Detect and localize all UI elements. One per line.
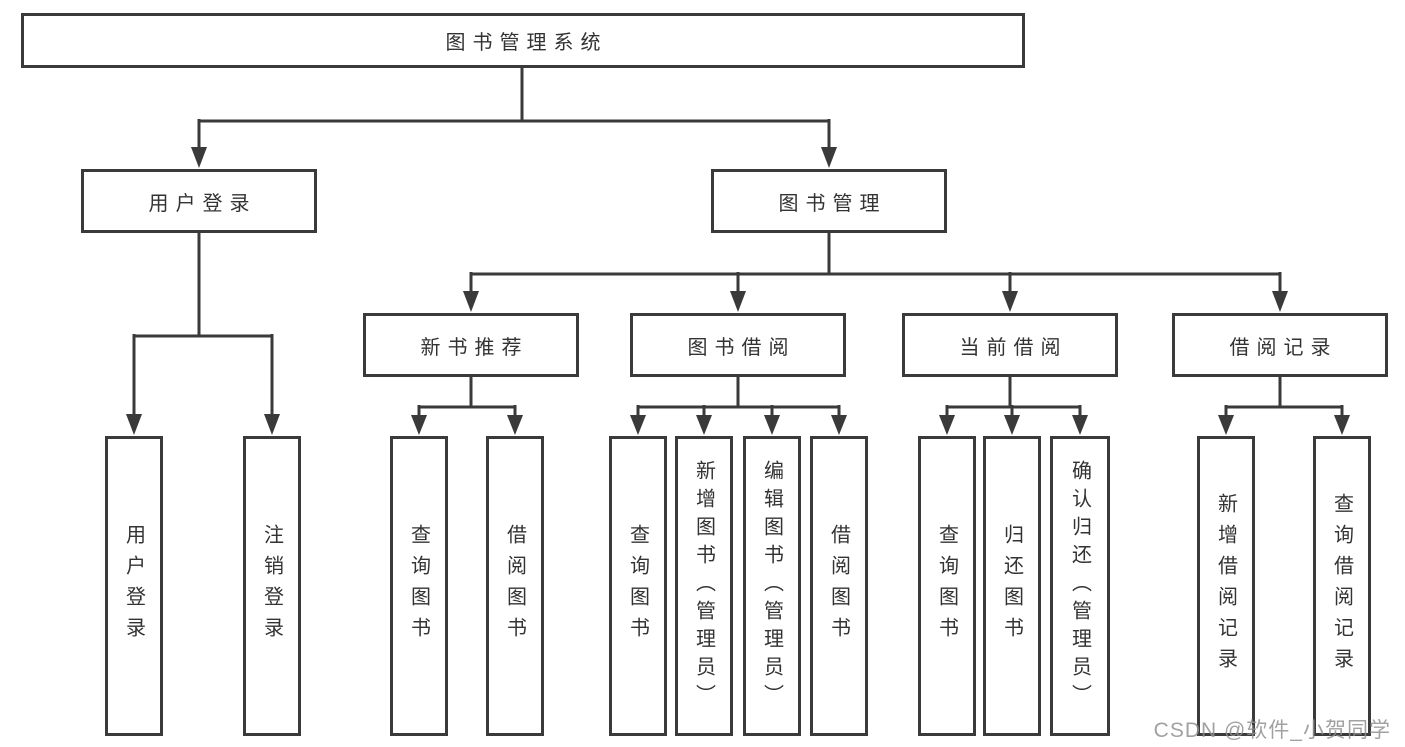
- node-label: 用户登录: [148, 192, 257, 215]
- arrow-icon: [630, 415, 646, 435]
- leaf-query-books: 查询图书: [390, 436, 448, 736]
- node-label: 借阅记录: [1229, 336, 1338, 359]
- node-label: 编辑图书（管理员）: [760, 460, 783, 712]
- arrow-icon: [821, 147, 837, 168]
- leaf-borrow-books: 借阅图书: [486, 436, 544, 736]
- arrowheads: [126, 147, 1350, 435]
- node-label: 当前借阅: [959, 336, 1068, 359]
- arrow-icon: [411, 415, 427, 435]
- node-label: 新增借阅记录: [1214, 493, 1237, 679]
- node-label: 查询借阅记录: [1330, 493, 1353, 679]
- node-label: 查询图书: [935, 524, 958, 648]
- connector-borrow: [636, 377, 841, 418]
- node-label: 查询图书: [407, 524, 430, 648]
- arrow-icon: [126, 414, 142, 435]
- leaf-confirm-return-admin: 确认归还（管理员）: [1050, 436, 1110, 736]
- arrow-icon: [831, 415, 847, 435]
- arrow-icon: [1004, 415, 1020, 435]
- node-book-borrow: 图书借阅: [630, 313, 846, 377]
- node-label: 借阅图书: [827, 524, 850, 648]
- node-library-system: 图书管理系统: [21, 13, 1025, 68]
- leaf-user-login: 用户登录: [105, 436, 163, 736]
- node-label: 用户登录: [122, 524, 145, 648]
- arrow-icon: [191, 147, 207, 168]
- arrow-icon: [1272, 291, 1288, 312]
- arrow-icon: [730, 291, 746, 312]
- leaf-query-books: 查询图书: [609, 436, 667, 736]
- leaf-add-borrow-record: 新增借阅记录: [1197, 436, 1255, 736]
- arrow-icon: [696, 415, 712, 435]
- node-new-book-recommend: 新书推荐: [363, 313, 579, 377]
- arrow-icon: [264, 414, 280, 435]
- node-current-borrow: 当前借阅: [902, 313, 1118, 377]
- node-label: 图书管理: [778, 192, 887, 215]
- node-label: 借阅图书: [503, 524, 526, 648]
- csdn-watermark: CSDN @软件_小贺同学: [1153, 719, 1391, 742]
- leaf-add-books-admin: 新增图书（管理员）: [675, 436, 733, 736]
- node-label: 新增图书（管理员）: [692, 460, 715, 712]
- connector-rec: [417, 377, 517, 418]
- leaf-query-books: 查询图书: [918, 436, 976, 736]
- connector-record: [1224, 377, 1344, 418]
- arrow-icon: [1002, 291, 1018, 312]
- node-label: 图书借阅: [687, 336, 796, 359]
- arrow-icon: [939, 415, 955, 435]
- leaf-return-books: 归还图书: [983, 436, 1041, 736]
- leaf-edit-books-admin: 编辑图书（管理员）: [743, 436, 801, 736]
- node-label: 图书管理系统: [445, 32, 608, 54]
- arrow-icon: [764, 415, 780, 435]
- leaf-query-borrow-record: 查询借阅记录: [1313, 436, 1371, 736]
- leaf-borrow-books: 借阅图书: [810, 436, 868, 736]
- connector-root: [197, 68, 831, 150]
- connector-login: [132, 233, 274, 416]
- arrow-icon: [507, 415, 523, 435]
- node-label: 归还图书: [1000, 524, 1023, 648]
- node-label: 注销登录: [260, 524, 283, 648]
- leaf-logout: 注销登录: [243, 436, 301, 736]
- arrow-icon: [463, 291, 479, 312]
- connector-mgmt: [469, 233, 1282, 294]
- arrow-icon: [1218, 415, 1234, 435]
- arrow-icon: [1072, 415, 1088, 435]
- node-book-management: 图书管理: [711, 169, 947, 233]
- connector-current: [945, 377, 1082, 418]
- node-label: 查询图书: [626, 524, 649, 648]
- node-label: 新书推荐: [420, 336, 529, 359]
- node-borrow-record: 借阅记录: [1172, 313, 1388, 377]
- arrow-icon: [1334, 415, 1350, 435]
- node-label: 确认归还（管理员）: [1068, 460, 1091, 712]
- node-user-login: 用户登录: [81, 169, 317, 233]
